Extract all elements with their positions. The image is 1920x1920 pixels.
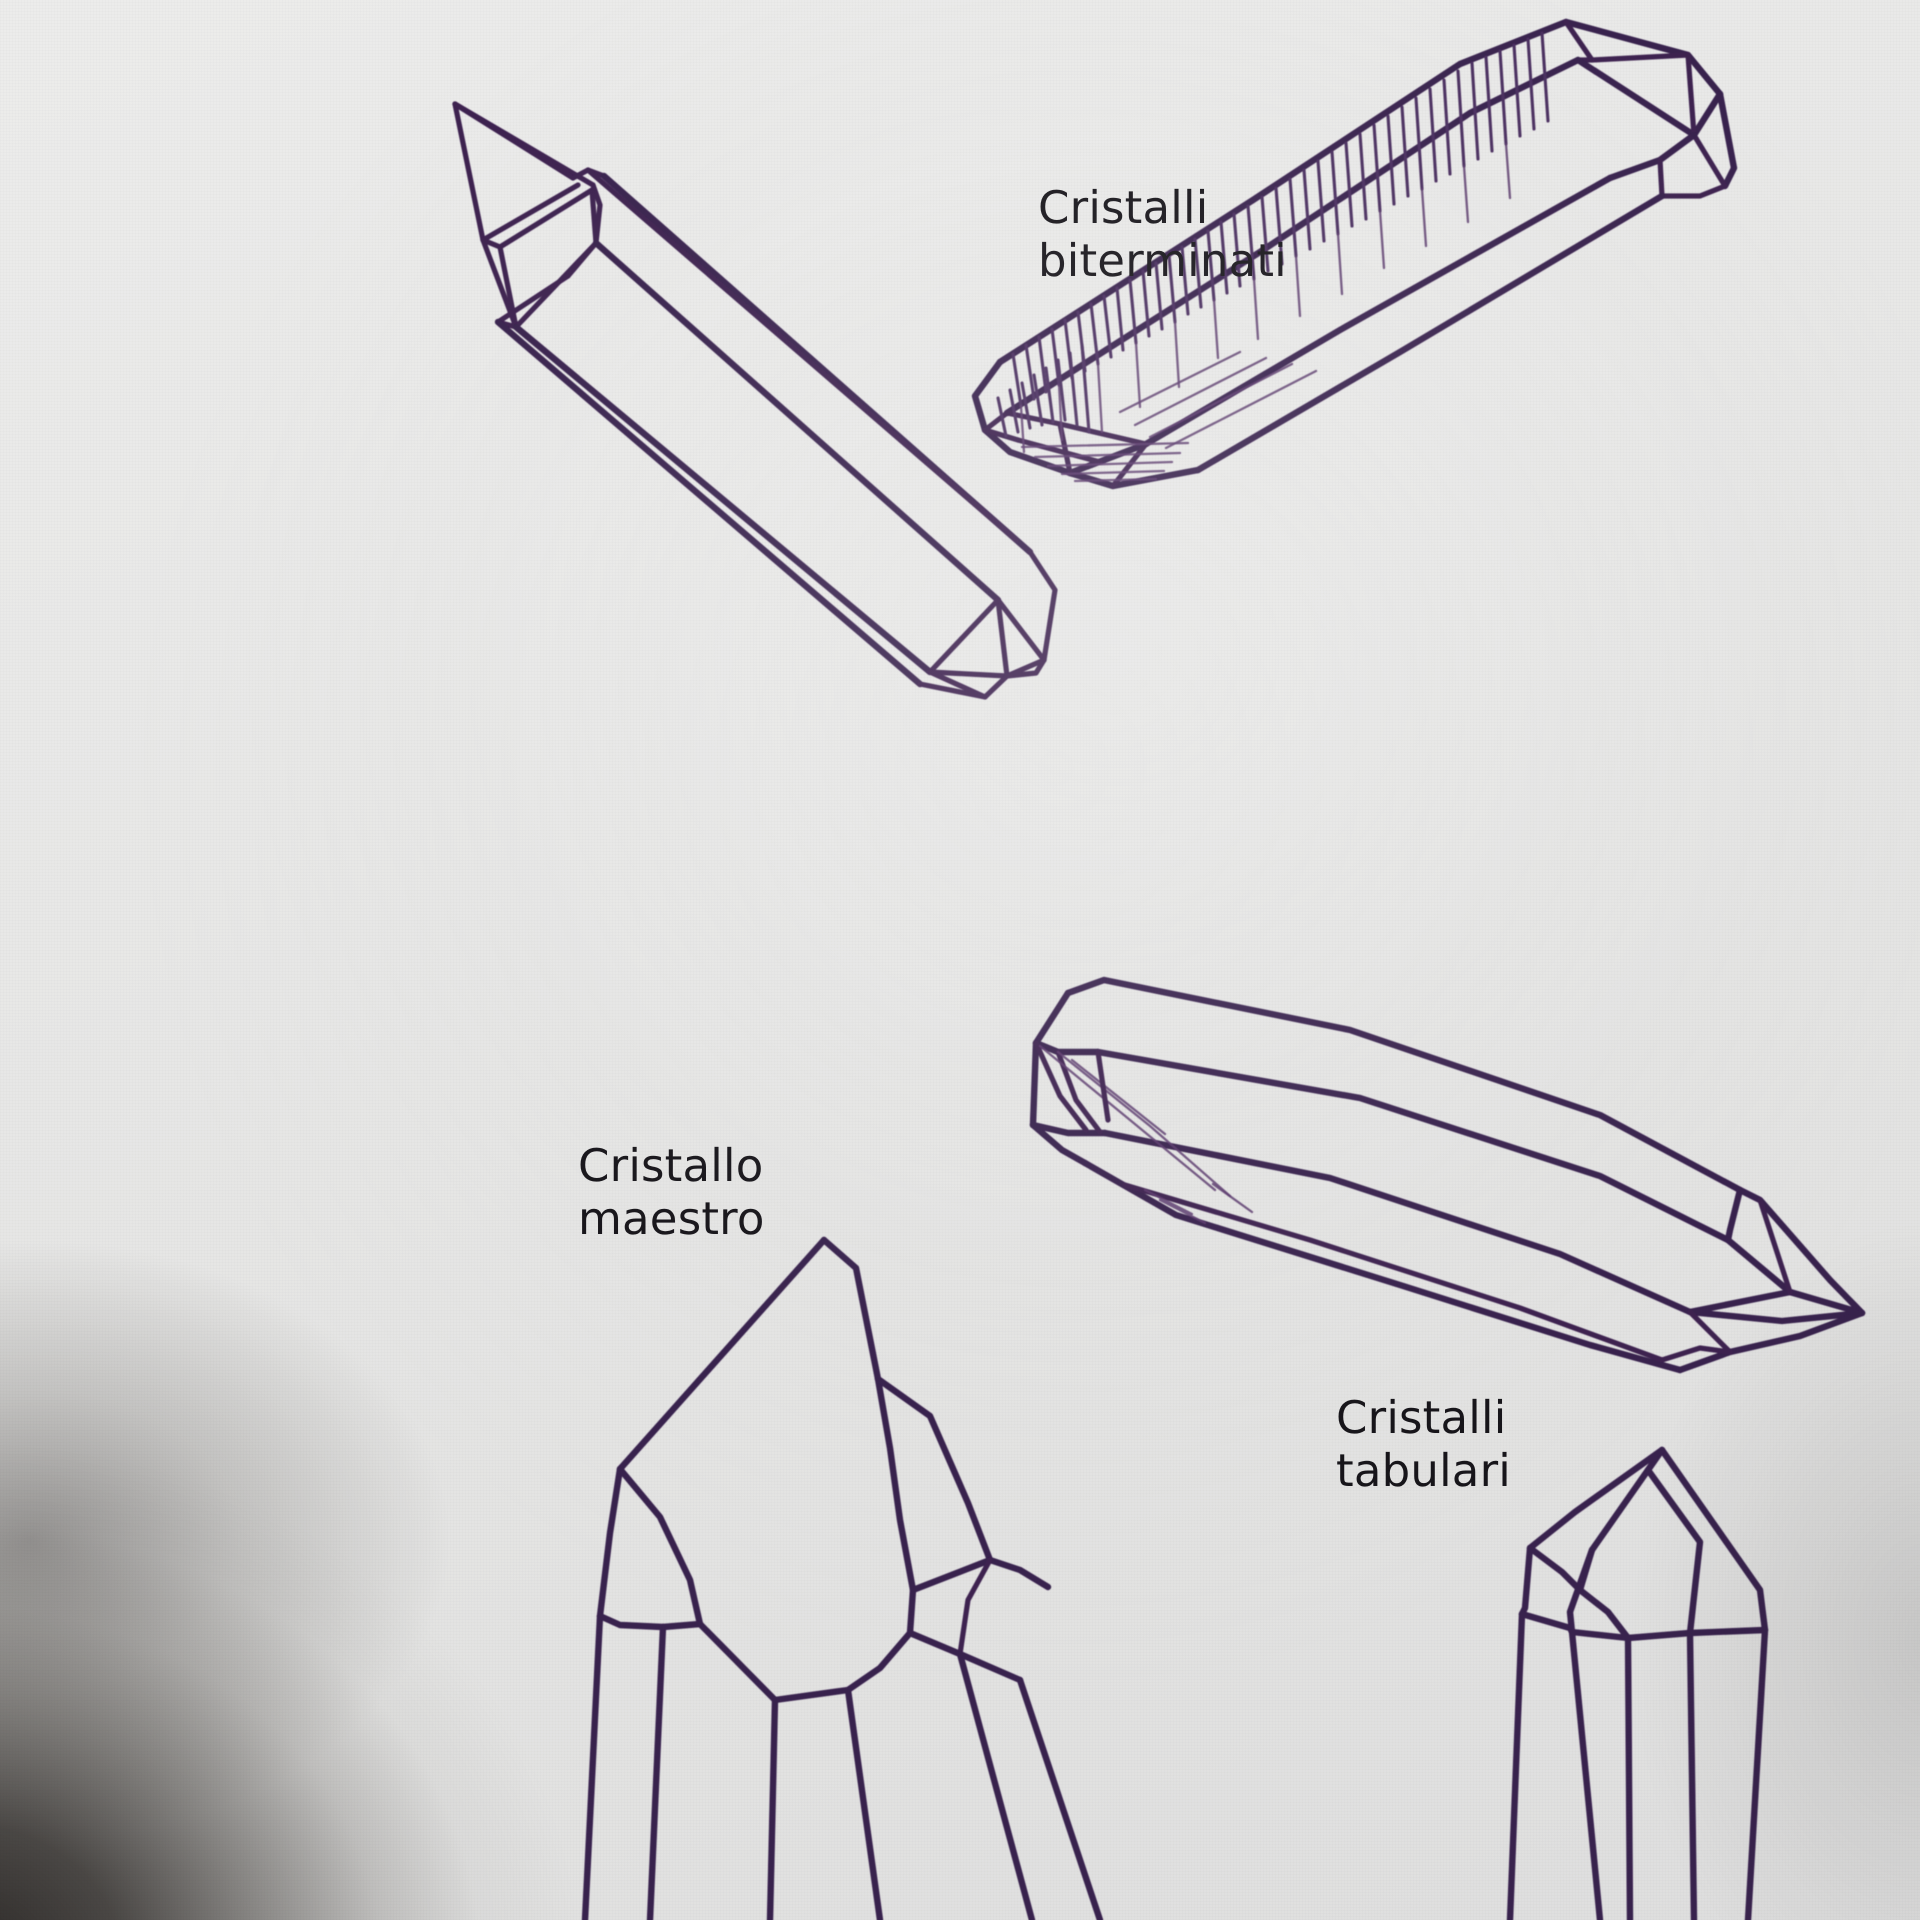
- label-cristalli-biterminati: Cristalli biterminati: [1038, 181, 1287, 287]
- label-cristallo-maestro: Cristallo maestro: [578, 1139, 765, 1245]
- label-cristalli-tabulari: Cristalli tabulari: [1336, 1391, 1511, 1497]
- crystal-master: [581, 1236, 1104, 1920]
- crystal-tabular-large: [1029, 976, 1866, 1374]
- crystal-tabular-small: [1506, 1446, 1769, 1920]
- crystal-biterminated-left: [452, 101, 1058, 700]
